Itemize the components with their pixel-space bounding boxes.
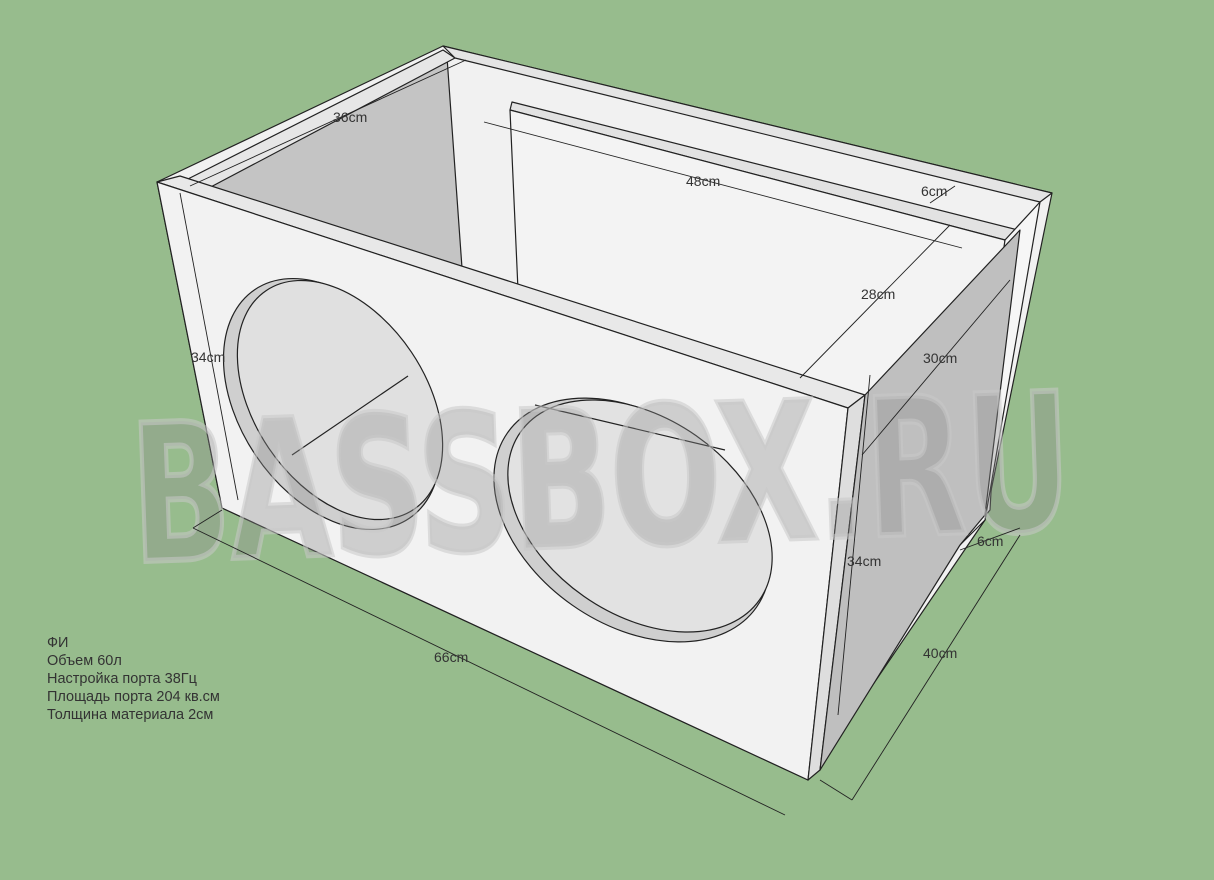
dim-outer-depth-40cm: 40cm xyxy=(923,645,957,661)
watermark-logo: BASSBOX.RU xyxy=(127,353,1074,607)
dim-port-length-48cm: 48cm xyxy=(686,173,720,189)
right-side-panel xyxy=(819,229,1021,771)
note-tuning: Настройка порта 38Гц xyxy=(47,671,197,687)
dim-port-width-top-6cm: 6cm xyxy=(921,183,947,199)
speaker-hole-right xyxy=(493,397,773,643)
dimension-lines xyxy=(179,59,1021,816)
note-port-area: Площадь порта 204 кв.см xyxy=(47,689,220,705)
specs-notes: ФИ Объем 60л Настройка порта 38Гц Площад… xyxy=(47,634,220,724)
dim-left-depth-36cm: 36cm xyxy=(333,109,367,125)
dim-port-width-bottom-6cm: 6cm xyxy=(977,533,1003,549)
note-thickness: Толщина материала 2см xyxy=(47,707,214,723)
speaker-hole-left xyxy=(222,277,444,531)
dim-outer-width-66cm: 66cm xyxy=(434,649,468,665)
dim-inner-depth-28cm: 28cm xyxy=(861,286,895,302)
dim-side-height-34cm: 34cm xyxy=(847,553,881,569)
note-volume: Объем 60л xyxy=(47,653,122,669)
dim-side-height-30cm: 30cm xyxy=(923,350,957,366)
note-type: ФИ xyxy=(47,635,69,651)
dim-front-height-34cm: 34cm xyxy=(191,349,225,365)
